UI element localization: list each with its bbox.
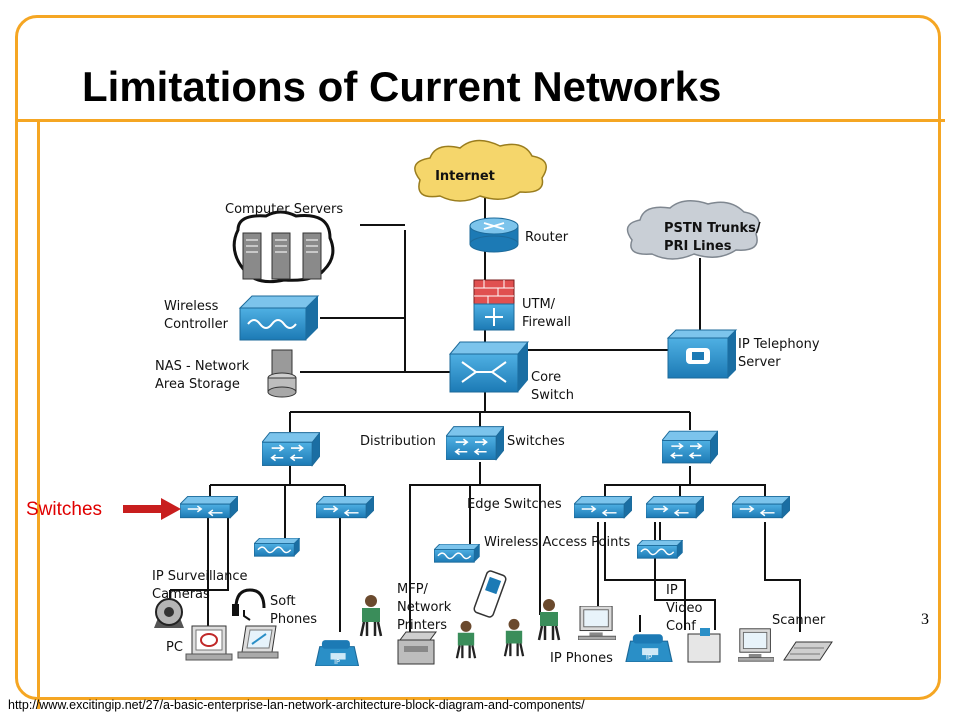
internet-label: Internet: [435, 169, 495, 184]
computer-servers-label: Computer Servers: [225, 202, 343, 217]
worker-icon-4: [537, 598, 561, 642]
mfp-label-2: Network: [397, 600, 452, 615]
distribution-switch-center: [446, 426, 504, 461]
slide-frame: [15, 15, 941, 700]
wireless-controller-icon: [238, 295, 320, 341]
nas-icon: [267, 349, 297, 398]
worker-icon-1: [359, 594, 383, 638]
printer-icon: [397, 631, 437, 665]
nas-label-1: NAS - Network: [155, 359, 250, 374]
edge-switch-5: [732, 496, 790, 519]
firewall-label-2: Firewall: [522, 315, 571, 330]
edge-switch-1: [180, 496, 238, 519]
headset-icon: [232, 588, 266, 621]
mfp-label-3: Printers: [397, 618, 447, 633]
distribution-label: Distribution: [360, 434, 436, 449]
worker-icon-2: [455, 620, 477, 660]
ip-cameras-label-1: IP Surveillance: [152, 569, 248, 584]
page-number: 3: [921, 611, 929, 628]
edge-switch-3: [574, 496, 632, 519]
firewall-label-1: UTM/: [522, 297, 556, 312]
wireless-ap-center: [434, 544, 480, 563]
mfp-label-1: MFP/: [397, 582, 429, 597]
firewall-icon: [473, 279, 515, 331]
ip-phone-left-icon: [314, 639, 360, 666]
router-label: Router: [525, 230, 569, 245]
scanner-label: Scanner: [772, 613, 826, 628]
video-conf-icon: [687, 628, 721, 663]
nas-label-2: Area Storage: [155, 377, 240, 392]
left-rule: [37, 119, 40, 709]
ip-telephony-label-2: Server: [738, 355, 781, 370]
core-switch-icon: [448, 341, 530, 393]
connection-lines: [169, 190, 801, 640]
edge-switch-4: [646, 496, 704, 519]
ip-video-label-3: Conf: [666, 619, 696, 634]
wireless-controller-label-2: Controller: [164, 317, 229, 332]
laptop-icon: [237, 625, 279, 659]
worker-icon-3: [503, 618, 525, 658]
switches-callout-label: Switches: [26, 499, 103, 520]
ip-telephony-label-1: IP Telephony: [738, 337, 820, 352]
source-url: http://www.excitingip.net/27/a-basic-ent…: [8, 698, 585, 712]
mobile-phone-icon: [473, 570, 507, 618]
pc-label: PC: [166, 640, 183, 655]
camera-icon: [154, 598, 184, 628]
ip-cameras-label-2: Cameras: [152, 587, 210, 602]
soft-phones-label-1: Soft: [270, 594, 296, 609]
wireless-ap-right: [637, 540, 683, 559]
server-cluster-icon: [232, 210, 335, 284]
distribution-switch-right: [662, 430, 718, 464]
ip-telephony-server-icon: [666, 329, 738, 379]
pstn-label-1: PSTN Trunks/: [664, 221, 761, 236]
desktop-monitor-icon: [578, 606, 616, 640]
internet-cloud: Internet: [414, 139, 547, 202]
router-icon: [469, 217, 519, 253]
ip-video-label-2: Video: [666, 601, 702, 616]
distribution-switch-left: [262, 432, 320, 467]
title-divider: [15, 119, 945, 122]
scanner-icon: [783, 641, 833, 661]
wireless-ap-left: [254, 538, 300, 557]
edge-switches-label: Edge Switches: [467, 497, 562, 512]
core-switch-label-2: Switch: [531, 388, 574, 403]
distribution-switches-label: Switches: [507, 434, 565, 449]
core-switch-label-1: Core: [531, 370, 561, 385]
pstn-label-2: PRI Lines: [664, 239, 732, 254]
edge-switch-2: [316, 496, 374, 519]
wireless-ap-label: Wireless Access Points: [484, 535, 630, 550]
wireless-controller-label-1: Wireless: [164, 299, 219, 314]
ip-phones-label: IP Phones: [550, 651, 613, 666]
callout-arrow-icon: [123, 498, 181, 520]
workstation-monitor-icon: [738, 628, 774, 662]
ip-video-label-1: IP: [666, 583, 678, 598]
soft-phones-label-2: Phones: [270, 612, 317, 627]
pstn-cloud: PSTN Trunks/ PRI Lines: [626, 200, 761, 260]
slide-title: Limitations of Current Networks: [82, 63, 722, 110]
ip-phone-right-icon: [625, 633, 673, 662]
pc-icon: [185, 625, 233, 661]
